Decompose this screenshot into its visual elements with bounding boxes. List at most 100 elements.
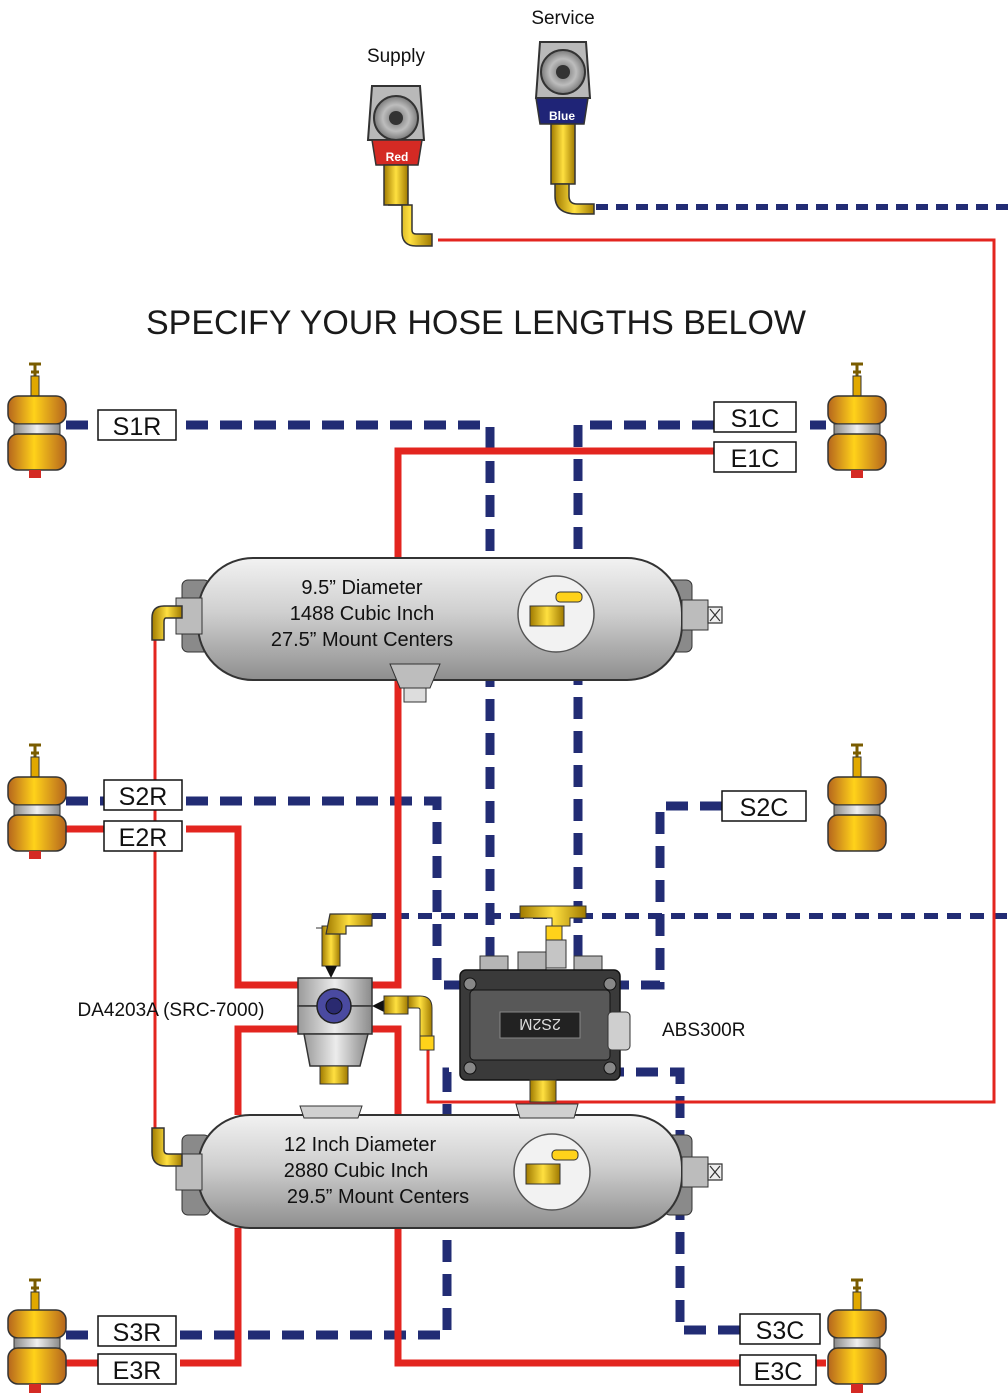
- svg-text:S2R: S2R: [119, 783, 168, 811]
- brake-chamber-1-right-icon: [827, 362, 887, 478]
- relay-reservoir-fitting: [319, 1065, 349, 1085]
- relay-control-arrow-icon: [325, 966, 337, 978]
- tank-bottom-body: [197, 1114, 683, 1229]
- tank-bottom-relay-port: [299, 1105, 363, 1119]
- tank-bottom-right-port: [681, 1156, 709, 1188]
- service-lines: [66, 204, 1008, 1340]
- tank-top-drain-body: [529, 605, 565, 627]
- page-heading: SPECIFY YOUR HOSE LENGTHS BELOW: [146, 304, 806, 342]
- e1c-line-top: [394, 447, 714, 558]
- abs-tee-fitting-icon: [519, 905, 587, 927]
- svg-text:S3R: S3R: [113, 1319, 162, 1347]
- svg-text:E3C: E3C: [754, 1358, 803, 1386]
- tank-bottom-abs-port: [515, 1103, 579, 1119]
- tank-top-volume: 1488 Cubic Inch: [290, 603, 435, 625]
- relay-supply-elbow-icon: [407, 995, 433, 1037]
- abs-port-con: [545, 939, 567, 969]
- brake-chamber-3-right-icon: [827, 1278, 887, 1393]
- brake-chamber-3-left-icon: [7, 1278, 67, 1393]
- svg-text:S1R: S1R: [113, 413, 162, 441]
- emergency-lines: [66, 238, 996, 1367]
- relay-supply-arrow-icon: [372, 1000, 384, 1012]
- tank-bottom-drain-body: [525, 1163, 561, 1185]
- relay-supply-nut: [419, 1035, 435, 1051]
- tank-top-bottom-fitting: [403, 687, 427, 703]
- supply-color-tag: [371, 139, 423, 166]
- tank-top-drain-handle: [555, 591, 583, 603]
- brake-chambers: [7, 362, 887, 1393]
- abs-module: 2S2M: [459, 905, 631, 1103]
- e3r-line-top: [234, 1025, 300, 1115]
- supply-tag-text: Red: [386, 150, 409, 164]
- supply-gladhand[interactable]: Supply Red: [366, 46, 433, 247]
- brake-chamber-2-left-icon: [7, 743, 67, 859]
- abs-badge-plate: [499, 1011, 581, 1039]
- tank-top-diameter: 9.5” Diameter: [301, 577, 422, 599]
- hose-label-s3c[interactable]: S3C: [739, 1313, 821, 1345]
- abs-supply-fitting: [529, 1079, 557, 1103]
- svg-text:E1C: E1C: [731, 445, 780, 473]
- supply-elbow-icon: [388, 204, 433, 247]
- abs-connector: [607, 1011, 631, 1051]
- s1r-line-b: [186, 420, 495, 958]
- abs-badge-text: 2S2M: [519, 1015, 561, 1032]
- hose-label-s1r[interactable]: S1R: [97, 409, 177, 441]
- supply-gladhand-port: [389, 111, 403, 125]
- abs-module-label: ABS300R: [662, 1020, 745, 1041]
- service-gladhand[interactable]: Service Blue: [531, 8, 595, 215]
- e1c-line-bottom: [372, 680, 402, 989]
- relay-control-elbow-icon: [325, 913, 373, 935]
- tank-bottom-mount-centers: 29.5” Mount Centers: [287, 1186, 469, 1208]
- relay-valve-label: DA4203A (SRC-7000): [78, 1000, 265, 1021]
- svg-text:E2R: E2R: [119, 824, 168, 852]
- tank-top-bottom-port: [389, 663, 441, 689]
- hose-label-s2r[interactable]: S2R: [103, 779, 183, 811]
- reservoir-tank-bottom: 12 Inch Diameter 2880 Cubic Inch 29.5” M…: [151, 1103, 723, 1229]
- hose-label-e1c[interactable]: E1C: [713, 441, 797, 473]
- e3c-line-top: [372, 1025, 402, 1115]
- abs-tee-stem: [545, 925, 563, 941]
- svg-text:S2C: S2C: [740, 794, 789, 822]
- relay-supply-fitting: [383, 995, 409, 1015]
- e2r-line-b: [186, 825, 300, 989]
- relay-cap-center: [325, 997, 343, 1015]
- relay-valve: [297, 913, 435, 1085]
- emergency-supply-line: [426, 238, 996, 1104]
- hose-label-e3c[interactable]: E3C: [739, 1354, 817, 1386]
- abs-bolt-2: [603, 977, 617, 991]
- hose-label-s2c[interactable]: S2C: [721, 790, 807, 822]
- s1c-line: [573, 420, 714, 958]
- service-label: Service: [531, 8, 594, 29]
- tank-top-mount-centers: 27.5” Mount Centers: [271, 629, 453, 651]
- service-fitting: [550, 123, 576, 185]
- supply-fitting: [383, 164, 409, 206]
- hose-label-s1c[interactable]: S1C: [713, 401, 797, 433]
- hose-label-e3r[interactable]: E3R: [97, 1353, 177, 1385]
- brake-chamber-1-left-icon: [7, 362, 67, 478]
- service-elbow-icon: [554, 183, 595, 215]
- tank-top-safety-valve-icon: [707, 606, 723, 624]
- abs-bolt-1: [463, 977, 477, 991]
- tank-bottom-safety-valve-icon: [707, 1163, 723, 1181]
- service-gladhand-port: [556, 65, 570, 79]
- svg-text:E3R: E3R: [113, 1357, 162, 1385]
- s2c-line: [612, 801, 722, 990]
- e3r-line-bottom: [180, 1228, 242, 1367]
- tank-bottom-drain-handle: [551, 1149, 579, 1161]
- tank-top-elbow-icon: [151, 605, 183, 641]
- reservoir-tank-top: 9.5” Diameter 1488 Cubic Inch 27.5” Moun…: [151, 557, 723, 703]
- tank-top-body: [197, 557, 683, 681]
- abs-bolt-3: [463, 1061, 477, 1075]
- tank-bottom-diameter: 12 Inch Diameter: [284, 1134, 437, 1156]
- supply-label: Supply: [367, 46, 426, 67]
- s2r-line-b: [186, 796, 462, 990]
- brake-chamber-2-right-icon: [827, 743, 887, 852]
- hose-label-s3r[interactable]: S3R: [97, 1315, 177, 1347]
- svg-text:S3C: S3C: [756, 1317, 805, 1345]
- e3c-line-bottom: [394, 1228, 740, 1367]
- svg-text:S1C: S1C: [731, 405, 780, 433]
- hose-label-e2r[interactable]: E2R: [103, 820, 183, 852]
- hose-labels: S1R S1C E1C S2R E2R S2C S3R E3R: [97, 401, 821, 1386]
- tank-bottom-elbow-icon: [151, 1127, 183, 1167]
